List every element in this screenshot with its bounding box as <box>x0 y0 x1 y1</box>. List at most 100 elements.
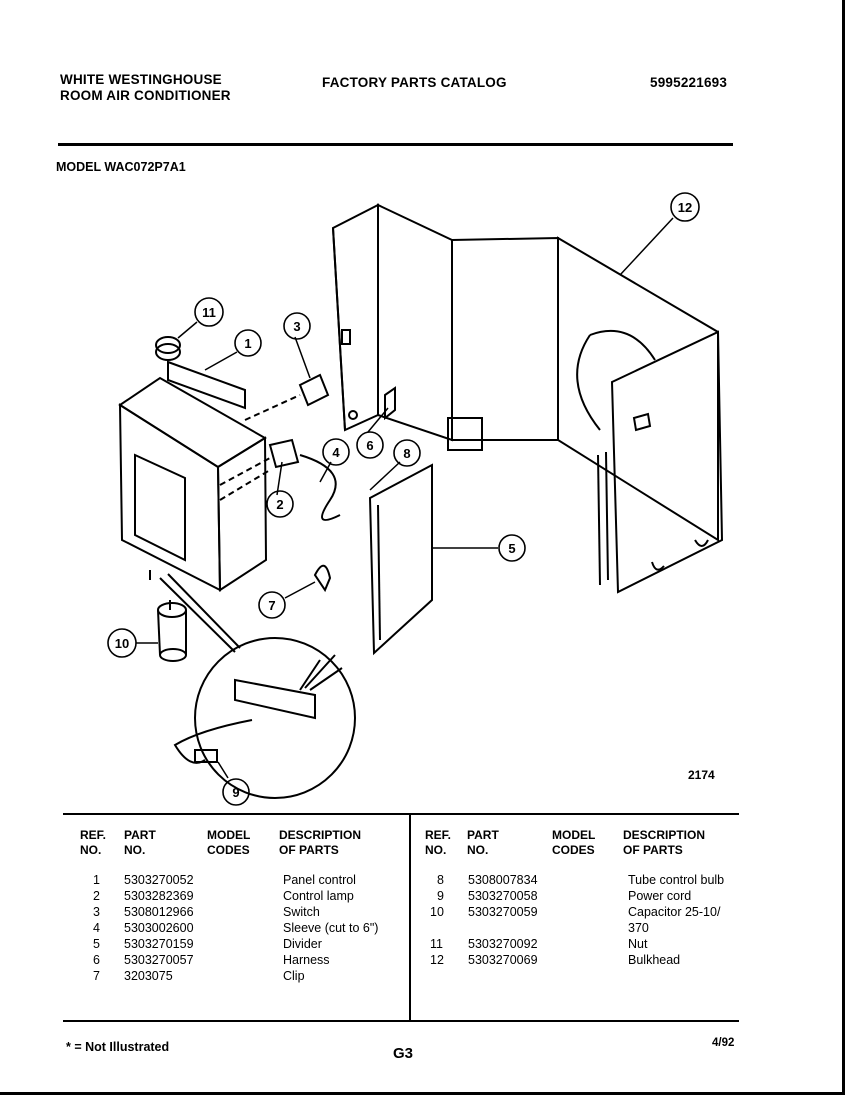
row-desc: Bulkhead <box>628 953 681 967</box>
callout-11: 11 <box>202 305 216 320</box>
row-ref: 3 <box>93 905 100 919</box>
callout-5: 5 <box>508 541 515 556</box>
callout-7: 7 <box>268 598 275 613</box>
row-part: 5308007834 <box>468 873 538 887</box>
table-row: 3 5308012966 Switch <box>0 904 410 920</box>
table-row: 2 5303282369 Control lamp <box>0 888 410 904</box>
row-ref: 12 <box>430 953 444 967</box>
hdr-part-line2: NO. <box>467 843 489 857</box>
callout-circle-5 <box>498 534 526 562</box>
hdr-ref-line1: REF. <box>425 828 452 842</box>
callout-circle-3 <box>283 312 311 340</box>
nut-part <box>155 336 181 361</box>
callout-2: 2 <box>276 497 283 512</box>
hdr-desc-right: DESCRIPTION OF PARTS <box>623 828 705 858</box>
revision-date: 4/92 <box>712 1037 735 1049</box>
hdr-part-left: PART NO. <box>124 828 156 858</box>
parts-diagram: 1 2 3 4 5 6 7 8 9 10 11 12 <box>107 192 724 806</box>
callout-12: 12 <box>678 200 692 215</box>
row-desc: Power cord <box>628 889 692 903</box>
row-ref: 2 <box>93 889 100 903</box>
capacitor-part <box>157 600 187 662</box>
hdr-part-line1: PART <box>124 828 156 842</box>
hdr-model-line2: CODES <box>552 843 595 857</box>
callout-circle-12 <box>670 192 700 222</box>
row-desc-continued: 370 <box>628 921 649 935</box>
row-ref: 4 <box>93 921 100 935</box>
divider-part <box>368 463 433 656</box>
callout-1: 1 <box>244 336 251 351</box>
hdr-model-right: MODEL CODES <box>552 828 595 858</box>
callout-9: 9 <box>232 785 239 800</box>
switch-part <box>244 373 330 421</box>
callout-8: 8 <box>403 446 410 461</box>
catalog-number: 5995221693 <box>650 75 728 90</box>
table-row: 10 5303270059 Capacitor 25-10/ <box>0 904 848 920</box>
row-part: 5308012966 <box>124 905 194 919</box>
hdr-ref-right: REF. NO. <box>425 828 451 858</box>
table-divider <box>409 815 411 1020</box>
table-top-rule <box>63 813 739 815</box>
table-row: 1 5303270052 Panel control <box>0 872 410 888</box>
brand-line-1: WHITE WESTINGHOUSE <box>60 72 222 87</box>
hdr-ref-line2: NO. <box>425 843 447 857</box>
row-desc: Sleeve (cut to 6") <box>283 921 379 935</box>
row-desc: Tube control bulb <box>628 873 725 887</box>
control-lamp-part <box>219 438 300 501</box>
power-cord-detail <box>159 573 356 799</box>
model-number: MODEL WAC072P7A1 <box>56 160 186 174</box>
callout-circle-8 <box>393 439 421 467</box>
hdr-desc-line2: OF PARTS <box>279 843 339 857</box>
row-desc: Harness <box>283 953 330 967</box>
table-row: 6 5303270057 Harness <box>0 952 410 968</box>
row-desc: Nut <box>628 937 648 951</box>
table-row: 11 5303270092 Nut <box>0 936 848 952</box>
row-ref: 10 <box>430 905 444 919</box>
row-part: 5303270058 <box>468 889 538 903</box>
row-ref: 7 <box>93 969 100 983</box>
callout-circle-2 <box>266 490 294 518</box>
row-part: 5303270059 <box>468 905 538 919</box>
hdr-model-line1: MODEL <box>552 828 596 842</box>
callout-6: 6 <box>366 438 373 453</box>
hdr-desc-line1: DESCRIPTION <box>623 828 706 842</box>
table-row: 7 3203075 Clip <box>0 968 410 984</box>
row-desc: Panel control <box>283 873 356 887</box>
row-ref: 8 <box>437 873 444 887</box>
brand-block: WHITE WESTINGHOUSE ROOM AIR CONDITIONER <box>60 72 231 104</box>
sleeve-part <box>299 454 341 521</box>
hdr-part-line2: NO. <box>124 843 146 857</box>
callout-10: 10 <box>115 636 129 651</box>
row-desc: Divider <box>283 937 322 951</box>
not-illustrated-note: * = Not Illustrated <box>66 1040 170 1054</box>
row-ref: 11 <box>430 937 443 951</box>
page-number: G3 <box>393 1045 414 1062</box>
table-row: 12 5303270069 Bulkhead <box>0 952 848 968</box>
row-desc: Control lamp <box>283 889 354 903</box>
hdr-desc-line1: DESCRIPTION <box>279 828 362 842</box>
harness-part <box>384 386 396 421</box>
clip-part <box>313 564 332 593</box>
row-part: 5303270052 <box>124 873 194 887</box>
hdr-model-line2: CODES <box>207 843 250 857</box>
hdr-part-right: PART NO. <box>467 828 499 858</box>
row-part: 5303270159 <box>124 937 194 951</box>
row-ref: 6 <box>93 953 100 967</box>
parts-table-left: 1 5303270052 Panel control 2 5303282369 … <box>0 872 410 984</box>
row-part: 5303282369 <box>124 889 194 903</box>
catalog-title: FACTORY PARTS CATALOG <box>322 75 507 90</box>
table-row: 4 5303002600 Sleeve (cut to 6") <box>0 920 410 936</box>
hdr-ref-line2: NO. <box>80 843 102 857</box>
table-row: 8 5308007834 Tube control bulb <box>0 872 848 888</box>
callout-circle-1 <box>234 329 262 357</box>
row-ref: 9 <box>437 889 444 903</box>
callout-circle-11 <box>194 297 224 327</box>
hdr-desc-line2: OF PARTS <box>623 843 683 857</box>
callout-circle-10 <box>107 628 137 658</box>
callout-circle-9 <box>222 778 250 806</box>
callout-circle-6 <box>356 431 384 459</box>
row-ref: 1 <box>93 873 100 887</box>
hdr-desc-left: DESCRIPTION OF PARTS <box>279 828 361 858</box>
hdr-ref-line1: REF. <box>80 828 107 842</box>
